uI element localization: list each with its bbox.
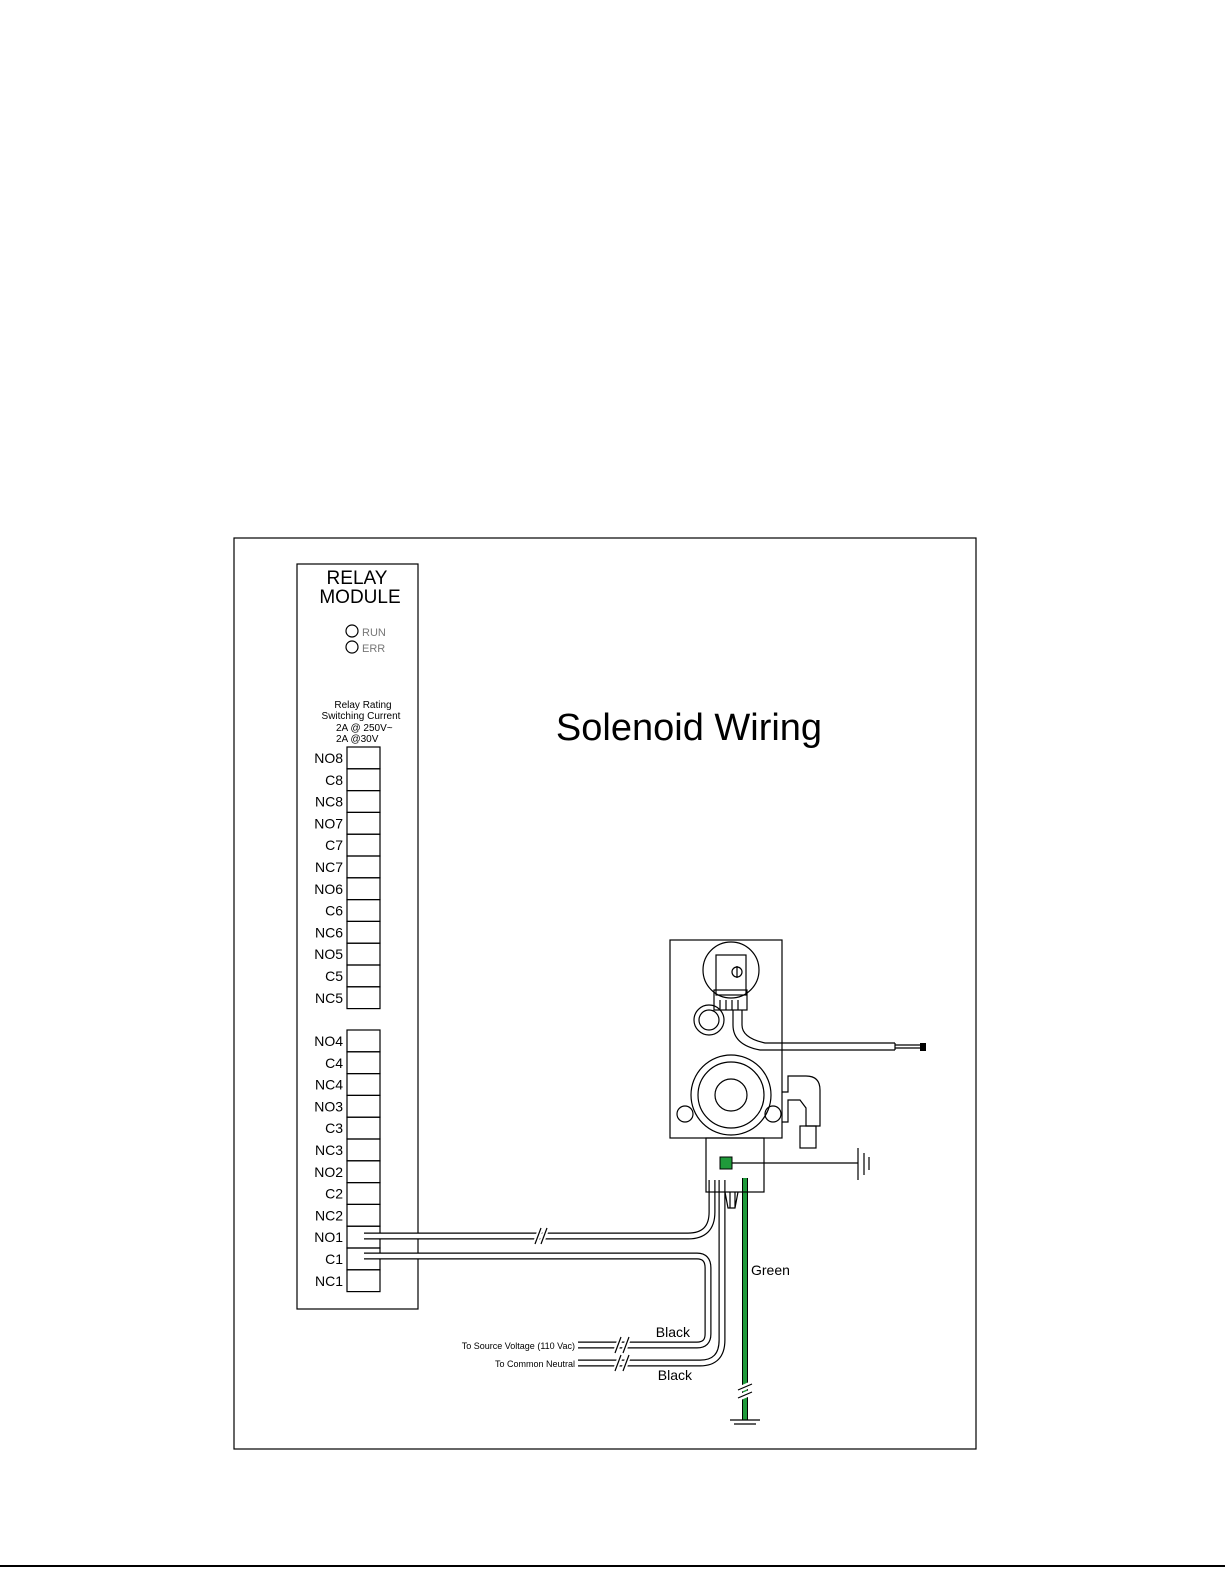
terminal-label: NO4 xyxy=(314,1033,343,1049)
terminal-nc7 xyxy=(346,855,381,879)
terminal-label: NO1 xyxy=(314,1229,343,1245)
terminal-no5 xyxy=(346,942,381,966)
run-label: RUN xyxy=(362,627,386,639)
wire-ground-green: Green xyxy=(730,1178,790,1425)
terminal-label: NC5 xyxy=(315,990,343,1006)
chassis-ground-icon xyxy=(857,1148,870,1180)
source-voltage-label: To Source Voltage (110 Vac) xyxy=(462,1341,575,1351)
terminal-nc4 xyxy=(346,1072,381,1096)
module-title-2: MODULE xyxy=(319,587,400,608)
ground-terminal xyxy=(719,1156,733,1170)
terminal-label: NC2 xyxy=(315,1207,343,1223)
diagram-frame xyxy=(233,537,977,1450)
diagram-title: Solenoid Wiring xyxy=(556,707,822,749)
terminal-no7 xyxy=(346,811,381,835)
run-led-icon xyxy=(345,624,359,638)
terminal-c5 xyxy=(346,964,381,988)
terminal-label: NO5 xyxy=(314,946,343,962)
terminal-nc8 xyxy=(346,789,381,813)
terminal-label: C7 xyxy=(325,837,343,853)
module-title-1: RELAY xyxy=(327,568,388,589)
err-label: ERR xyxy=(362,643,385,655)
terminal-label: C4 xyxy=(325,1055,343,1071)
terminal-c6 xyxy=(346,898,381,922)
terminal-no6 xyxy=(346,877,381,901)
solenoid-valve xyxy=(669,939,926,1209)
terminal-label: C6 xyxy=(325,903,343,919)
common-neutral-label: To Common Neutral xyxy=(495,1359,575,1369)
terminal-nc3 xyxy=(346,1138,381,1162)
terminal-label: NC6 xyxy=(315,924,343,940)
terminal-label: NC7 xyxy=(315,859,343,875)
terminal-c7 xyxy=(346,833,381,857)
black-wire-label-1: Black xyxy=(656,1324,691,1340)
rating-line: Switching Current xyxy=(322,711,401,722)
rating-line: 2A @ 250V~ xyxy=(336,723,393,734)
terminal-no8 xyxy=(346,746,381,770)
terminal-nc5 xyxy=(346,986,381,1010)
terminal-label: NC4 xyxy=(315,1077,343,1093)
terminal-label: NC1 xyxy=(315,1273,343,1289)
ground-icon xyxy=(730,1419,760,1425)
terminal-no4 xyxy=(346,1029,381,1053)
elbow-fitting xyxy=(782,1075,821,1127)
terminal-label: NO6 xyxy=(314,881,343,897)
terminal-label: C1 xyxy=(325,1251,343,1267)
terminal-c4 xyxy=(346,1051,381,1075)
terminal-nc6 xyxy=(346,920,381,944)
wire-c1-source: To Source Voltage (110 Vac) Black xyxy=(364,1252,712,1354)
err-led-icon xyxy=(345,640,359,654)
terminal-label: NO3 xyxy=(314,1098,343,1114)
terminal-no3 xyxy=(346,1094,381,1118)
terminal-label: NO8 xyxy=(314,750,343,766)
terminal-c2 xyxy=(346,1181,381,1205)
terminal-label: C3 xyxy=(325,1120,343,1136)
green-wire-label: Green xyxy=(751,1262,790,1278)
terminal-no2 xyxy=(346,1160,381,1184)
wire-neutral: To Common Neutral Black xyxy=(495,1180,726,1383)
black-wire-label-2: Black xyxy=(658,1367,693,1383)
rating-line: 2A @30V xyxy=(336,734,379,745)
page-bottom-rule xyxy=(0,1565,1225,1567)
terminal-c8 xyxy=(346,768,381,792)
terminal-label: NO7 xyxy=(314,815,343,831)
terminal-label: NO2 xyxy=(314,1164,343,1180)
terminal-label: NC3 xyxy=(315,1142,343,1158)
terminal-label: NC8 xyxy=(315,794,343,810)
wire-no1 xyxy=(364,1180,716,1245)
relay-module: RELAY MODULE RUN ERR Relay Rating Switch… xyxy=(296,563,419,1310)
terminal-label: C8 xyxy=(325,772,343,788)
rating-line: Relay Rating xyxy=(334,700,391,711)
terminal-c3 xyxy=(346,1116,381,1140)
terminal-nc1 xyxy=(346,1269,381,1293)
terminal-label: C2 xyxy=(325,1186,343,1202)
terminal-nc2 xyxy=(346,1203,381,1227)
terminal-label: C5 xyxy=(325,968,343,984)
